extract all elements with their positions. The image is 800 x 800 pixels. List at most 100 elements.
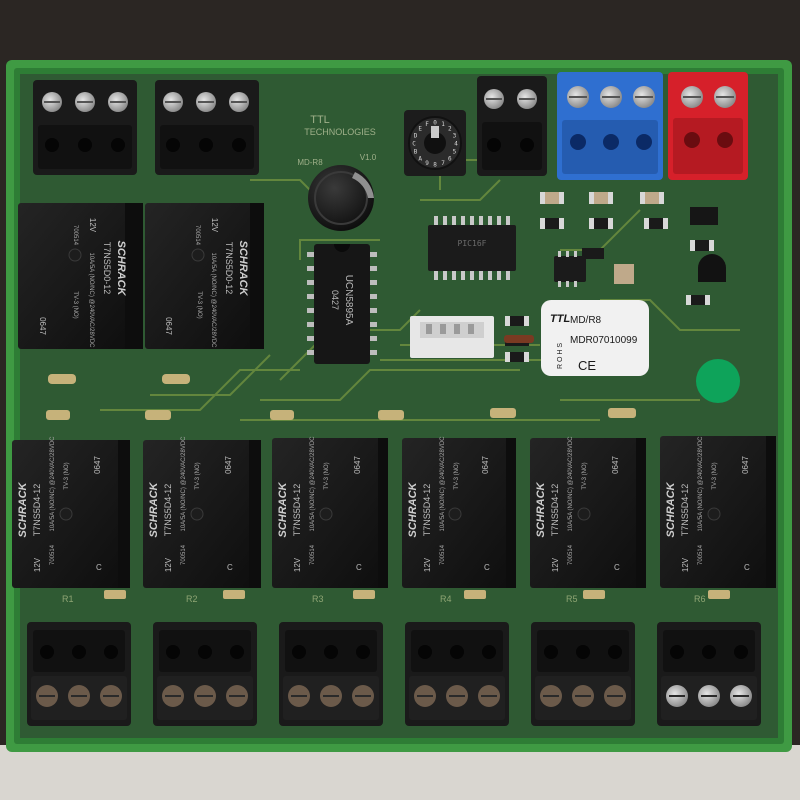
relay-mark: C <box>484 563 490 572</box>
wire-entry-hole <box>670 645 684 659</box>
relay-tv: TV-3 (NO) <box>324 462 330 489</box>
relay-tv: TV-3 (NO) <box>196 291 202 318</box>
channel-label: R2 <box>186 594 198 604</box>
relay-rating: 10A/5A (NO/NC) @240VAC/28VDC <box>568 436 574 532</box>
relay-top: SCHRACK T7NS5D0-12 10A/5A (NO/NC) @240VA… <box>145 203 264 349</box>
relay-coil: 12V <box>293 557 302 572</box>
terminal-block-bottom <box>279 622 383 726</box>
terminal-screw <box>714 86 736 108</box>
relay-coil: 12V <box>681 557 690 572</box>
terminal-screw <box>414 685 436 707</box>
terminal-block-top-1 <box>33 80 137 175</box>
relay-tv: TV-3 (NO) <box>712 462 718 489</box>
relay-brand: SCHRACK <box>17 481 29 537</box>
relay-tv: TV-3 (NO) <box>72 291 78 318</box>
terminal-screw <box>194 685 216 707</box>
terminal-screw <box>567 86 589 108</box>
smd-ic <box>554 251 586 287</box>
green-dot-sticker <box>696 359 740 403</box>
terminal-screw <box>681 86 703 108</box>
relay-coil: 12V <box>164 557 173 572</box>
terminal-screw <box>633 86 655 108</box>
wire-entry-hole <box>166 645 180 659</box>
relay-lot: 700514 <box>310 544 316 565</box>
relay-tv: TV-3 (NO) <box>195 462 201 489</box>
driver-ic-code: 0427 <box>330 290 340 310</box>
relay-part: T7NS5D4-12 <box>680 484 690 537</box>
transistor <box>698 254 726 282</box>
relay-mark: C <box>744 563 750 572</box>
terminal-screw <box>100 685 122 707</box>
electrolytic-capacitor <box>308 165 374 231</box>
terminal-screw <box>604 685 626 707</box>
relay-coil: 12V <box>33 557 42 572</box>
terminal-screw <box>75 92 95 112</box>
relay-mark: C <box>227 563 233 572</box>
relay-coil: 12V <box>210 218 219 233</box>
terminal-screw <box>698 685 720 707</box>
terminal-screw <box>196 92 216 112</box>
label-logo: TTL <box>550 313 570 325</box>
microcontroller-chip: PIC16F <box>428 216 516 280</box>
relay-mark: C <box>614 563 620 572</box>
terminal-screw <box>162 685 184 707</box>
product-label: TTL MD/R8 MDR07010099 R O H S CE <box>541 300 649 376</box>
wire-entry-hole <box>608 645 622 659</box>
rotary-digit: 9 <box>425 160 429 167</box>
relay-tv: TV-3 (NO) <box>454 462 460 489</box>
wire-entry-hole <box>104 645 118 659</box>
rotary-digit: A <box>418 155 422 162</box>
channel-label: R5 <box>566 594 578 604</box>
terminal-screw <box>446 685 468 707</box>
relay-brand: SCHRACK <box>407 481 419 537</box>
wire-entry-hole <box>450 645 464 659</box>
relay-rating: 10A/5A (NO/NC) @240VAC/28VDC <box>181 436 187 532</box>
wire-entry-hole <box>324 645 338 659</box>
rotary-digit: 1 <box>441 121 445 128</box>
relay-date: 0647 <box>38 317 47 335</box>
pin-header-connector <box>410 316 494 358</box>
relay-rating: 10A/5A (NO/NC) @240VAC/28VDC <box>50 436 56 532</box>
relay-bottom: SCHRACK T7NS5D4-12 10A/5A (NO/NC) @240VA… <box>143 436 261 588</box>
relay-mark: C <box>356 563 362 572</box>
terminal-screw <box>666 685 688 707</box>
driver-ic-name: UCN5895A <box>343 275 354 326</box>
relay-part: T7NS5D0-12 <box>224 242 234 295</box>
terminal-block-top-3 <box>477 76 547 176</box>
relay-bottom: SCHRACK T7NS5D4-12 10A/5A (NO/NC) @240VA… <box>530 436 646 588</box>
terminal-block-bottom <box>657 622 761 726</box>
relay-bottom: SCHRACK T7NS5D4-12 10A/5A (NO/NC) @240VA… <box>12 436 130 588</box>
relay-brand: SCHRACK <box>115 241 127 297</box>
relay-date: 0647 <box>93 456 102 474</box>
relay-part: T7NS5D4-12 <box>292 484 302 537</box>
relay-brand: SCHRACK <box>237 241 249 297</box>
relay-date: 0647 <box>481 456 490 474</box>
relay-coil: 12V <box>551 557 560 572</box>
relay-date: 0647 <box>611 456 620 474</box>
wire-entry-hole <box>198 645 212 659</box>
led-row <box>104 590 730 599</box>
terminal-block-bottom <box>27 622 131 726</box>
relay-part: T7NS5D4-12 <box>550 484 560 537</box>
driver-ic: UCN5895A 0427 <box>307 244 377 364</box>
relay-part: T7NS5D4-12 <box>32 484 42 537</box>
relay-date: 0647 <box>741 456 750 474</box>
relay-coil: 12V <box>423 557 432 572</box>
microcontroller-marking: PIC16F <box>458 239 487 248</box>
terminal-screw <box>163 92 183 112</box>
rotary-digit: C <box>412 141 416 148</box>
relay-part: T7NS5D4-12 <box>422 484 432 537</box>
relay-bottom: SCHRACK T7NS5D4-12 10A/5A (NO/NC) @240VA… <box>402 436 516 588</box>
relay-lot: 700514 <box>72 225 78 246</box>
wire-entry-hole <box>734 645 748 659</box>
relay-tv: TV-3 (NO) <box>64 462 70 489</box>
channel-label: R1 <box>62 594 74 604</box>
terminal-screw <box>600 86 622 108</box>
terminal-screw <box>484 89 504 109</box>
terminal-screw <box>229 92 249 112</box>
relay-lot: 700514 <box>568 544 574 565</box>
terminal-screw <box>288 685 310 707</box>
